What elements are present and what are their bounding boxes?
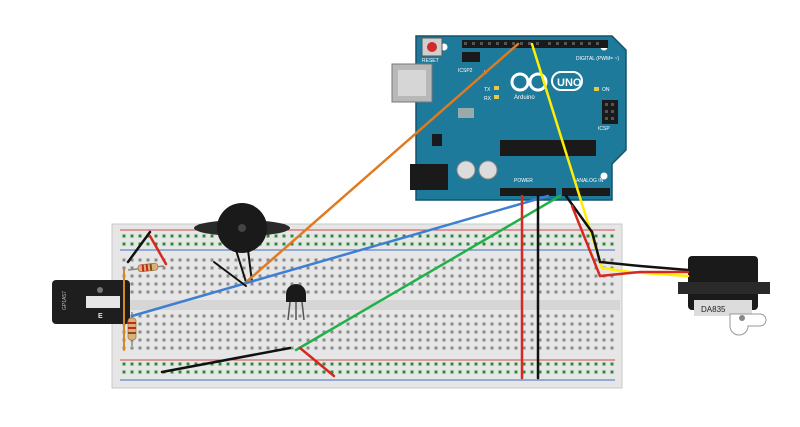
photo-interrupter-label: GP1A57 [62,291,68,310]
analog-header [562,188,610,196]
upper-terminal-strip [120,256,615,296]
photo-interrupter-mark [97,287,103,293]
wire-red-rail-jumper [148,234,168,266]
capacitor [478,160,498,180]
wire-blue [130,194,550,318]
power-header [500,188,556,196]
wire-black-upper [564,194,594,234]
wire-green [294,194,562,352]
reset-button-cap [427,42,437,52]
rx-led [494,95,499,99]
tx-label: TX [484,87,491,93]
resistor-1 [127,262,165,273]
digital-label: DIGITAL (PWM= ~) [576,56,619,62]
bottom-power-rail [120,362,615,378]
atmega-chip [500,140,596,156]
arduino-uno-board: RESET ICSP2 DIGITAL (PWM= ~) UNO Arduino… [391,35,627,201]
servo-shaft [739,315,745,321]
power-label: POWER [514,178,533,184]
piezo-buzzer [194,203,290,283]
icsp2-label: ICSP2 [458,68,473,74]
servo-model-label: DA835 [701,305,726,314]
servo-label-plate [694,300,752,316]
analog-label: ANALOG IN [576,178,604,184]
wire-black-transistor-gnd [160,346,292,374]
resistor-2 [127,312,137,346]
digital-header-pins [464,42,599,45]
servo-motor: DA835 [678,256,770,336]
wire-black-servo [590,230,690,272]
usb-connector-inner [398,70,426,96]
reset-label: RESET [422,58,439,64]
photo-interrupter: GP1A57 E [52,280,130,324]
top-power-rail [120,232,615,248]
buzzer-hole [238,224,246,232]
transistor [286,284,306,321]
icsp2-header [462,52,480,62]
on-led [594,87,599,91]
arduino-logo: UNO Arduino [510,71,583,101]
wires [123,42,690,380]
wire-buzzer-lead [213,261,247,287]
icsp-label: ICSP [598,126,610,132]
power-jack [410,164,448,190]
wire-black-rail-jumper [126,230,152,264]
servo-horn [729,313,767,336]
on-label: ON [602,87,610,93]
arduino-pcb [415,35,627,201]
mount-hole [600,172,608,180]
crystal [458,108,474,118]
photo-interrupter-slot [86,296,120,308]
wire-red-transistor [298,346,336,378]
lower-terminal-strip [120,312,615,352]
voltage-regulator [432,134,442,146]
center-channel [114,300,620,310]
wire-orange [242,42,520,286]
transistor-body [286,284,306,302]
rx-label: RX [484,96,492,102]
arduino-brand-text: Arduino [514,95,535,101]
wire-red-upper [570,204,602,278]
photo-interrupter-e-mark: E [98,313,103,320]
uno-logo-text: UNO [557,77,582,89]
wire-red-servo [598,270,690,278]
digital-header [462,40,608,48]
icsp-pins [605,103,614,120]
tx-led [494,86,499,90]
servo-mount-tabs [678,282,770,294]
capacitor [456,160,476,180]
icsp-header [602,100,618,124]
buzzer-lead [235,249,247,283]
